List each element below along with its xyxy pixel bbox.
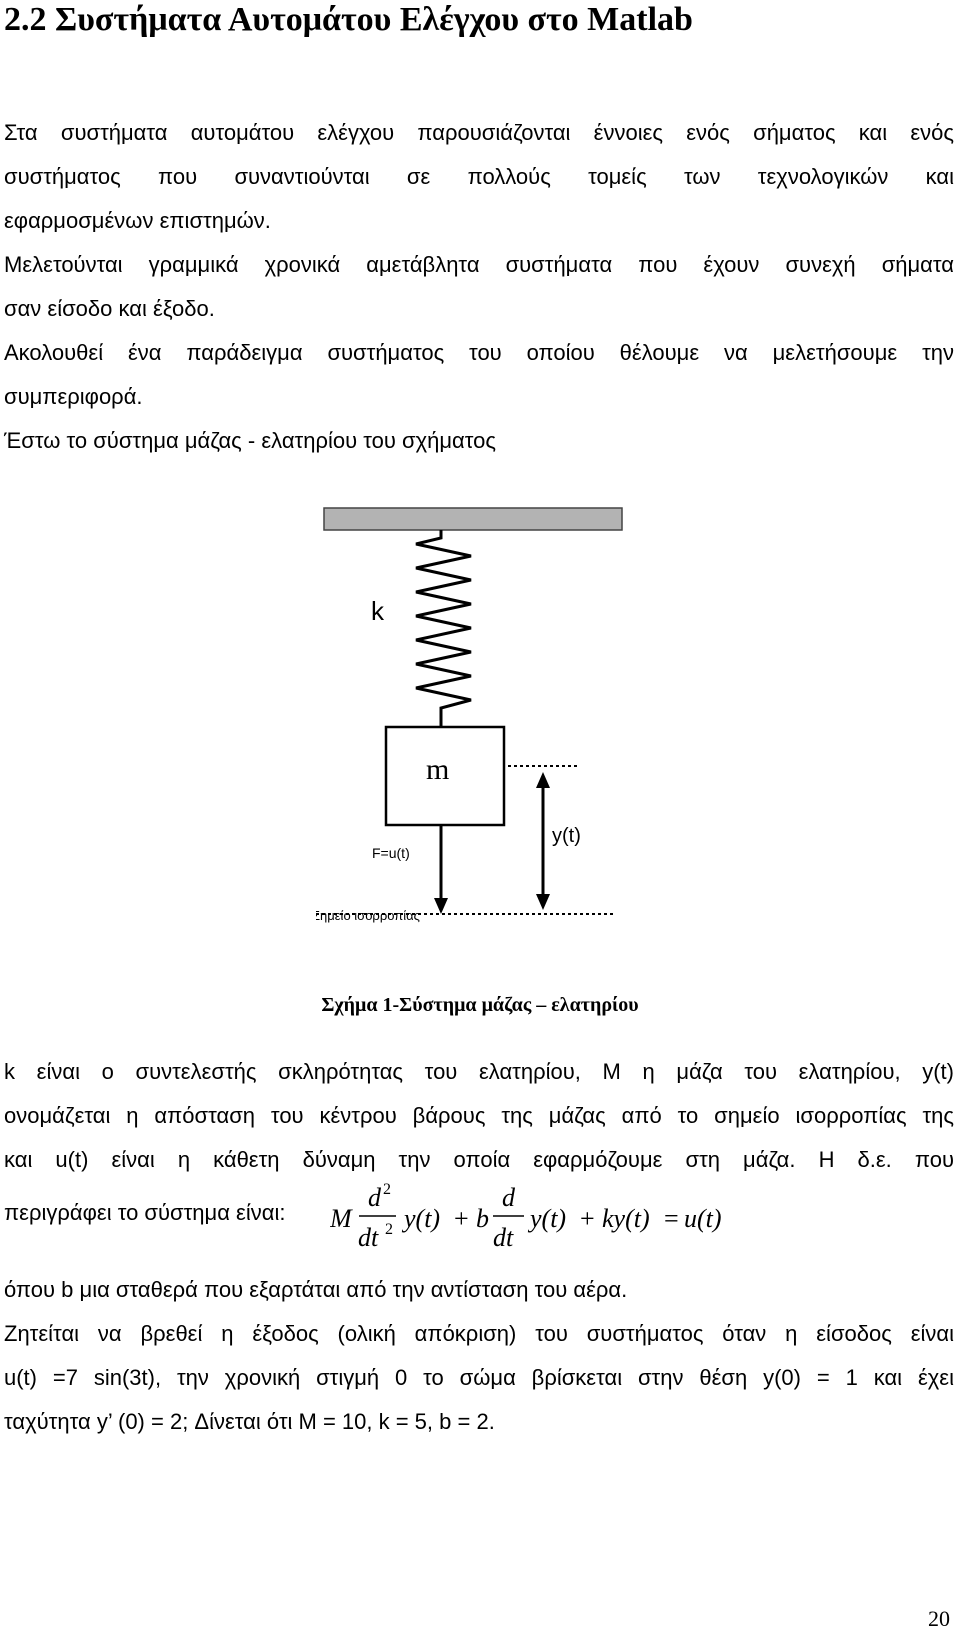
equation-line: περιγράφει το σύστημα είναι: M d 2 dt 2 … [4, 1182, 954, 1256]
eq-y-2: y(t) [527, 1204, 566, 1233]
figure-caption: Σχήμα 1-Σύστημα μάζας – ελατηρίου [321, 994, 639, 1016]
mass-label: m [426, 753, 449, 786]
force-label: F=u(t) [372, 845, 410, 861]
eq-dt-den: dt [358, 1223, 379, 1252]
paragraph-line: k είναι ο συντελεστής σκληρότητας του ελ… [4, 1059, 954, 1084]
equation-intro: περιγράφει το σύστημα είναι: [4, 1200, 286, 1225]
paragraph-line: σαν είσοδο και έξοδο. [4, 296, 215, 321]
differential-equation: M d 2 dt 2 y(t) + b d dt y(t) + ky(t) = … [330, 1182, 722, 1252]
paragraph-line: Ακολουθεί ένα παράδειγμα συστήματος του … [4, 340, 954, 365]
paragraph-line: Μελετούνται γραμμικά χρονικά αμετάβλητα … [4, 252, 954, 277]
eq-y: y(t) [401, 1204, 440, 1233]
eq-b: b [476, 1204, 489, 1233]
mass-spring-figure: k m F=u(t) y(t) Σημείο ισορροπίας [316, 507, 623, 923]
displacement-arrowhead-bottom [536, 894, 550, 910]
ceiling-bar [323, 507, 623, 531]
equilibrium-label: Σημείο ισορροπίας [316, 908, 420, 923]
eq-dt-den-2: dt [493, 1223, 514, 1252]
paragraph-line: ταχύτητα y’ (0) = 2; Δίνεται ότι Μ = 10,… [4, 1409, 495, 1434]
eq-equals: = [664, 1204, 679, 1233]
eq-mass: M [330, 1204, 353, 1233]
displacement-label: y(t) [552, 825, 581, 847]
paragraph-line: όπου b μια σταθερά που εξαρτάται από την… [4, 1277, 628, 1302]
eq-sq-num: 2 [383, 1182, 391, 1198]
spring-icon [415, 530, 472, 727]
paragraph-line: συμπεριφορά. [4, 384, 143, 409]
eq-d-num: d [368, 1183, 382, 1212]
eq-ky: ky(t) [602, 1204, 650, 1233]
paragraph-line: εφαρμοσμένων επιστημών. [4, 208, 271, 233]
eq-d-num-2: d [502, 1183, 516, 1212]
paragraph-line: Ζητείται να βρεθεί η έξοδος (ολική απόκρ… [4, 1321, 954, 1346]
paragraph-line: ονομάζεται η απόσταση του κέντρου βάρους… [4, 1103, 954, 1128]
eq-plus-2: + [580, 1204, 595, 1233]
paragraph-line: συστήματος που συναντιούνται σε πολλούς … [4, 164, 954, 189]
section-title: 2.2 Συστήματα Αυτομάτου Ελέγχου στο Matl… [4, 1, 693, 38]
page-number: 20 [928, 1606, 950, 1631]
force-arrowhead [434, 898, 448, 914]
paragraph-line: Στα συστήματα αυτομάτου ελέγχου παρουσιά… [4, 120, 954, 145]
paragraph-line: u(t) =7 sin(3t), την χρονική στιγμή 0 το… [4, 1365, 954, 1390]
mass-block [384, 725, 506, 827]
eq-u: u(t) [684, 1204, 722, 1233]
eq-sq-den: 2 [385, 1221, 393, 1238]
eq-plus: + [454, 1204, 469, 1233]
paragraph-line: Έστω το σύστημα μάζας - ελατηρίου του σχ… [4, 428, 496, 453]
spring-label: k [371, 596, 385, 626]
displacement-arrowhead-top [536, 772, 550, 788]
paragraph-line: και u(t) είναι η κάθετη δύναμη την οποία… [4, 1147, 954, 1172]
